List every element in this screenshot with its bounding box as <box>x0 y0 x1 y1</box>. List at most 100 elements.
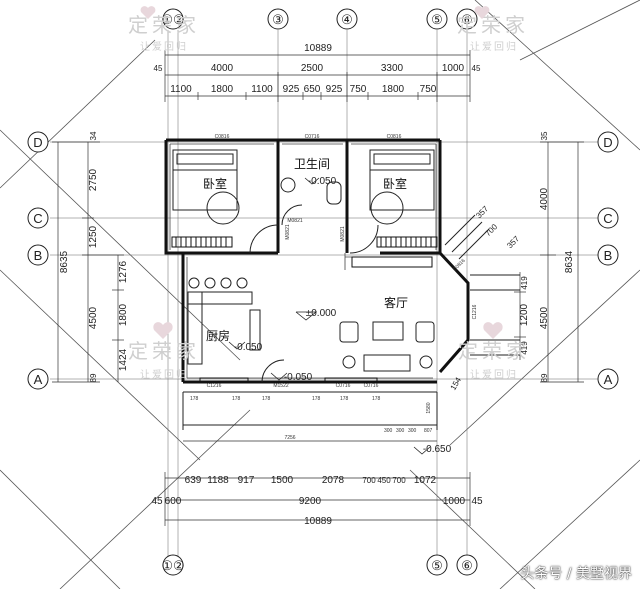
watermark-heart-top-right <box>474 6 490 19</box>
dim-bottom-row1-9: 1072 <box>414 475 437 486</box>
axis-label-top-6: ⑥ <box>461 12 473 27</box>
bed-left-pillow <box>176 153 234 165</box>
axis-label-right-d: D <box>603 135 612 150</box>
dim-top-total: 10889 <box>304 43 332 54</box>
dim-right-diag-2: 700 <box>483 222 499 238</box>
room-bathroom: 卫生间 <box>294 157 330 171</box>
stool-3 <box>220 277 232 289</box>
windows <box>171 236 438 384</box>
watermark-brand-top-right: 定荣家 <box>457 13 529 37</box>
small-dim-3: 178 <box>262 396 271 402</box>
dim-bottom-mid-right: 1000 <box>443 496 466 507</box>
axis-label-right-c: C <box>603 211 612 226</box>
watermark-brand-mid-left: 定荣家 <box>128 339 200 363</box>
dim-left-inner-2: 1800 <box>118 303 129 326</box>
dim-bottom-edge-left2: 600 <box>165 496 182 507</box>
dim-left-inner-3: 1424 <box>118 348 129 371</box>
axis-gridlines <box>50 30 600 570</box>
dim-top-row3-9: 750 <box>420 84 437 95</box>
small-dim-6: 178 <box>372 396 381 402</box>
bar-counter <box>187 291 253 305</box>
axis-label-bottom-12: ①② <box>161 558 184 573</box>
watermark-top-left: 定荣家 让爱回归 <box>128 13 196 53</box>
level-outside: -0.650 <box>423 444 452 455</box>
room-kitchen: 厨房 <box>206 328 230 343</box>
dim-right-diag-3: 357 <box>505 234 521 250</box>
axis-label-top-4: ④ <box>341 12 353 27</box>
code-m-right: M0821 <box>340 226 346 242</box>
dim-bottom-row1-2: 1188 <box>207 475 229 486</box>
dim-top-row3-4: 925 <box>283 84 300 95</box>
axis-label-right-b: B <box>604 248 613 263</box>
side-table-right <box>419 355 433 369</box>
bed-right <box>369 149 435 211</box>
dim-bottom-row1-8: 700 <box>392 476 406 485</box>
stool-1 <box>188 277 200 289</box>
watermark-mid-left: 定荣家 让爱回归 <box>128 322 200 381</box>
small-dim-8: 300 <box>384 428 393 434</box>
small-dim-11: 807 <box>424 428 433 434</box>
axis-label-right-a: A <box>604 372 613 387</box>
dim-bottom-row1-1: 639 <box>185 475 202 486</box>
bed-right-pillow <box>373 153 431 165</box>
dim-right-top-small: 35 <box>540 131 549 140</box>
small-dim-10: 300 <box>408 428 417 434</box>
dim-top-row2-4: 1000 <box>442 63 465 74</box>
dim-top-row3-8: 1800 <box>382 84 405 95</box>
furniture <box>172 149 520 430</box>
washbasin <box>280 177 296 193</box>
window-hatching <box>175 237 432 247</box>
axis-label-left-a: A <box>34 372 43 387</box>
dim-right-outer-2: 4500 <box>539 306 550 329</box>
dim-top-edge-right: 45 <box>472 64 481 73</box>
partition <box>249 309 261 351</box>
coffee-table <box>372 321 404 341</box>
rug-right <box>370 191 404 225</box>
watermark-slogan-top-left: 让爱回归 <box>140 40 188 53</box>
dim-bottom-inner: 7256 <box>284 435 295 441</box>
watermark-heart-top-left <box>140 6 156 19</box>
dim-top-row3-6: 925 <box>326 84 343 95</box>
dim-left-outer-1: 2750 <box>88 168 99 191</box>
dim-top-row3-3: 1100 <box>251 84 273 95</box>
dim-right-outer-3: 89 <box>540 373 549 382</box>
dim-top-row3-2: 1800 <box>211 84 234 95</box>
code-m-left: M0821 <box>285 224 291 240</box>
code-c-side: C1216 <box>472 304 478 319</box>
axis-label-left-d: D <box>33 135 42 150</box>
armchair-right <box>415 321 435 343</box>
axis-label-top-12: ①② <box>161 12 184 27</box>
dim-bottom-row1-3: 917 <box>238 475 255 486</box>
level-markers <box>228 177 431 455</box>
dim-top-row2-3: 3300 <box>381 63 404 74</box>
watermark-slogan-mid-left: 让爱回归 <box>140 368 188 381</box>
dim-left-outer-4: 89 <box>89 373 98 382</box>
watermark-slogan-mid-right: 让爱回归 <box>470 368 518 381</box>
bed-left <box>172 149 238 211</box>
watermark-heart-left <box>153 322 173 339</box>
dim-top-row2-1: 4000 <box>211 63 234 74</box>
door-swing-bedroom-left <box>249 224 279 254</box>
dim-right-inner-1: 419 <box>520 276 529 290</box>
door-swing-entry <box>261 359 285 383</box>
door-swing-bath <box>281 204 303 226</box>
axis-label-top-5: ⑤ <box>431 12 443 27</box>
dim-bottom-row1-7: 450 <box>377 476 391 485</box>
code-c-front1: C1216 <box>207 383 222 389</box>
sofa <box>363 354 411 372</box>
code-c-bath: C0716 <box>305 134 320 140</box>
stool-2 <box>204 277 216 289</box>
axis-label-top-3: ③ <box>272 12 284 27</box>
level-entry: -0.050 <box>284 372 313 383</box>
dim-right-total: 8634 <box>564 250 575 273</box>
room-bedroom-left: 卧室 <box>203 176 227 191</box>
dim-right-diag-4: 154 <box>449 375 464 392</box>
axis-label-left-c: C <box>33 211 42 226</box>
dim-left-total: 8635 <box>59 250 70 273</box>
armchair-left <box>339 321 359 343</box>
stool-4 <box>236 277 248 289</box>
dim-bottom-row1-5: 2078 <box>322 475 345 486</box>
small-dim-7: 1580 <box>426 402 432 413</box>
